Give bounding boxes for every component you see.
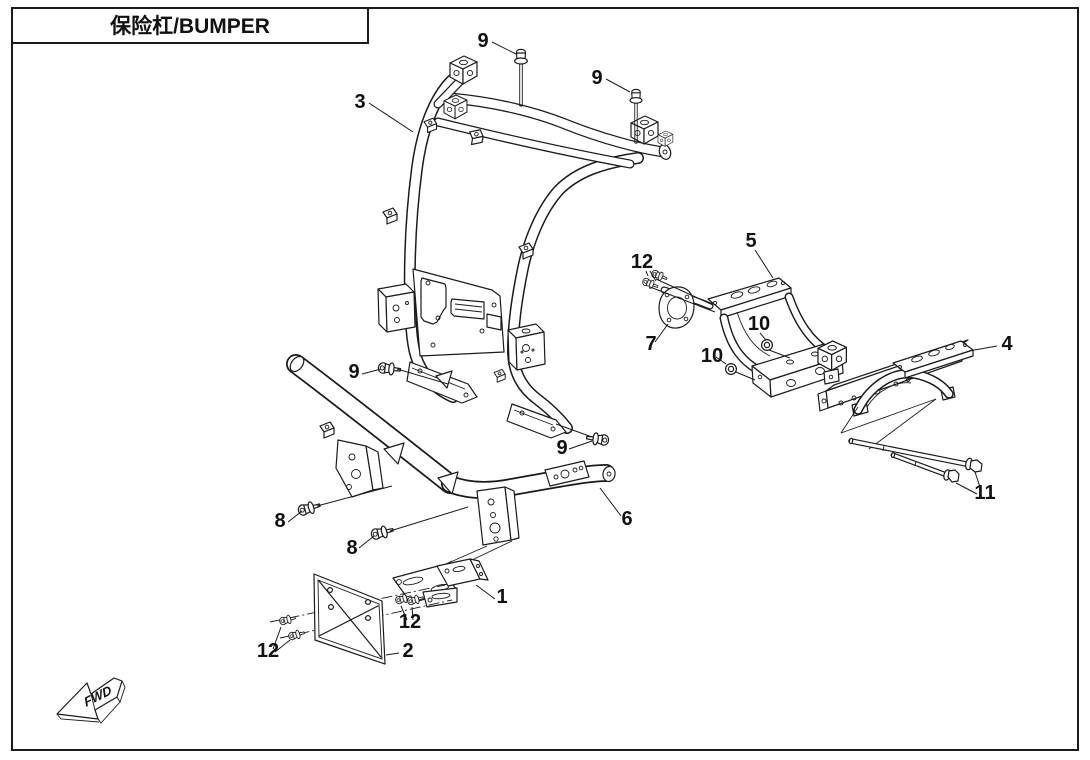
part-callouts: 9 9 3 5 12 7 10 10 4 11 9 9 6 8 8 1 12 2 12 <box>257 30 1014 662</box>
part-callout-12: 12 <box>399 611 421 633</box>
part-1-mounting-bracket <box>392 558 489 608</box>
part-callout-6: 6 <box>621 508 632 530</box>
part-callout-9: 9 <box>556 437 567 459</box>
part-callout-4: 4 <box>1001 333 1013 355</box>
part-callout-8: 8 <box>346 537 357 559</box>
title-block: 保险杠/BUMPER <box>11 7 369 44</box>
title-box <box>11 7 369 44</box>
part-callout-11: 11 <box>974 482 995 504</box>
part-callout-9: 9 <box>348 361 359 383</box>
part-4-support-bracket <box>817 339 974 450</box>
part-callout-8: 8 <box>274 510 285 532</box>
part-callout-5: 5 <box>745 230 756 252</box>
part-callout-2: 2 <box>402 640 413 662</box>
part-callout-9: 9 <box>591 67 602 89</box>
part-callout-1: 1 <box>496 586 507 608</box>
leader-lines <box>272 41 998 656</box>
part-callout-12: 12 <box>257 640 279 662</box>
part-7-flange <box>658 286 695 329</box>
part-callout-9: 9 <box>477 30 488 52</box>
page-title: 保险杠/BUMPER <box>109 14 270 38</box>
part-callout-12: 12 <box>631 251 653 273</box>
part-callout-7: 7 <box>645 333 656 355</box>
part-callout-3: 3 <box>354 91 365 113</box>
part-6-lower-bumper <box>286 354 616 565</box>
part-callout-10: 10 <box>701 345 723 367</box>
part-11-bolts <box>848 437 983 483</box>
part-3-rear-frame <box>377 55 674 439</box>
part-2-plate <box>269 573 453 665</box>
part-callout-10: 10 <box>748 313 770 335</box>
